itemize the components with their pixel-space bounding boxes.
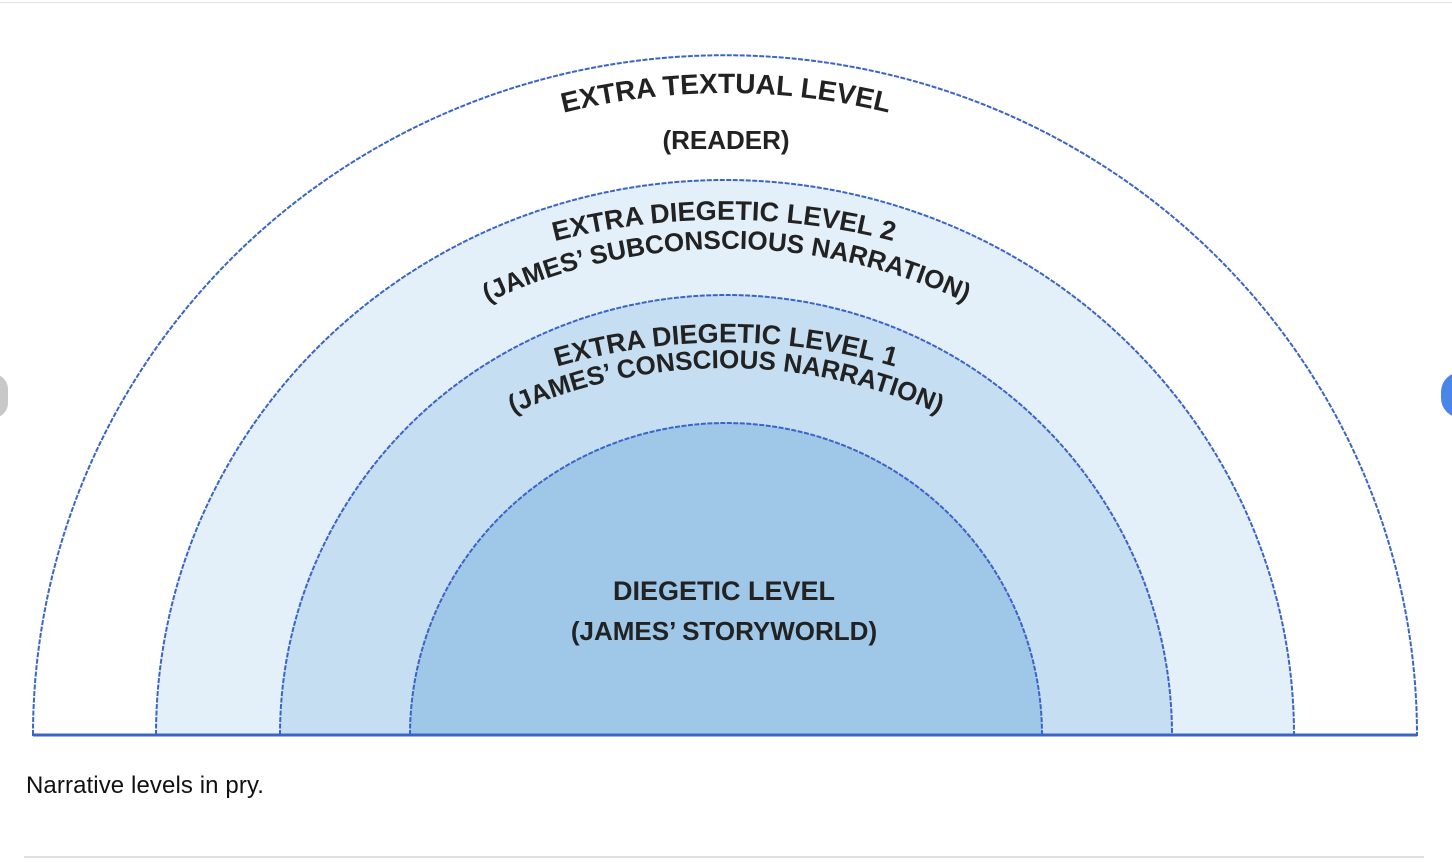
diegetic-level-band [408,422,1044,736]
figure-caption: Narrative levels in pry. [26,772,265,799]
top-divider [0,2,1452,3]
previous-figure-button[interactable] [0,374,8,418]
diegetic-level-subtitle: (JAMES’ STORYWORLD) [571,616,877,646]
next-figure-button[interactable] [1441,372,1452,418]
extra-textual-level-subtitle: (READER) [662,125,789,155]
narrative-levels-diagram: EXTRA TEXTUAL LEVEL (READER) EXTRA DIEGE… [31,54,1419,737]
diegetic-level-title: DIEGETIC LEVEL [613,576,835,606]
bottom-divider [24,856,1424,858]
